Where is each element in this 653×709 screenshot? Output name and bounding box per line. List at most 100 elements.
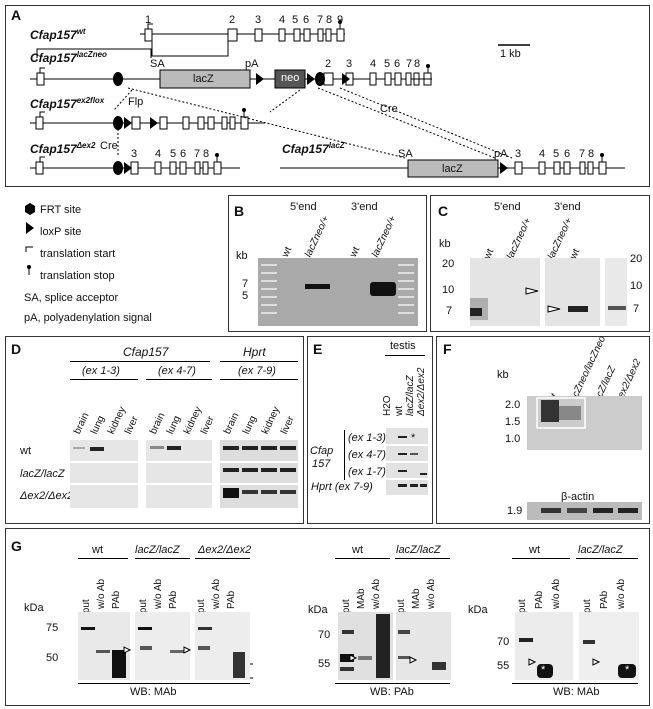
c-kb: kb (439, 238, 451, 250)
exon-num: 7 (194, 148, 201, 160)
d-row: Δex2/Δex2 (20, 490, 74, 502)
exon-num: 3 (255, 14, 262, 26)
exon-num: 7 (406, 58, 413, 70)
b-3end: 3'end (351, 201, 378, 213)
e-bracket (344, 430, 345, 480)
e-row: (ex 4-7) (348, 449, 386, 461)
scale-bar-label: 1 kb (500, 48, 521, 60)
c-3end: 3'end (554, 201, 581, 213)
g3-wb-line (512, 683, 638, 684)
b-tick: 5 (242, 290, 249, 302)
g1-line (135, 558, 190, 559)
legend-stop: translation stop (40, 270, 115, 282)
g2-tick: 55 (318, 658, 331, 670)
pa-label: pA (494, 148, 508, 160)
d-line (70, 379, 138, 380)
flp-label: Flp (128, 96, 144, 108)
panel-c (430, 195, 650, 332)
g1-group: Δex2/Δex2 (198, 544, 252, 556)
e-lane: Δex2/Δex2 (416, 367, 427, 416)
lacz-label: lacZ (193, 73, 214, 85)
e-lane: lacZ/lacZ (405, 375, 416, 416)
d-line (70, 361, 210, 362)
exon-num: 4 (155, 148, 162, 160)
exon-num: 7 (317, 14, 324, 26)
exon-num: 5 (553, 148, 560, 160)
e-gene: Cfap (310, 445, 334, 457)
c-tick: 10 (630, 280, 643, 292)
legend-icons (25, 203, 35, 275)
exon-num: 8 (414, 58, 421, 70)
exon-num: 8 (326, 14, 333, 26)
legend-pa: pA, polyadenylation signal (24, 312, 152, 324)
g1-group: wt (92, 544, 103, 556)
g3-star: * (541, 664, 546, 676)
allele-wt-label: Cfap157wt (30, 27, 86, 42)
allele-ex2flox-label: Cfap157ex2flox (30, 96, 105, 111)
f-actin: β-actin (561, 491, 595, 503)
g1-line (195, 558, 250, 559)
d-gels (70, 440, 298, 508)
exon-num: 3 (346, 58, 353, 70)
g3-group: lacZ/lacZ (578, 544, 623, 556)
e-row: Hprt (ex 7-9) (311, 481, 373, 493)
panel-e (307, 336, 433, 524)
g2-blot (338, 612, 451, 680)
b-5end: 5'end (290, 201, 317, 213)
allele-lacZneo-label: Cfap157lacZneo (30, 50, 107, 65)
b-tick: 7 (242, 278, 249, 290)
c-tick: 10 (442, 284, 455, 296)
panel-b (228, 195, 427, 332)
c-bands (470, 287, 626, 320)
g3-tick: 55 (497, 660, 510, 672)
g2-group: wt (352, 544, 363, 556)
g1-line (78, 558, 128, 559)
f-blot (527, 396, 642, 450)
sa-label: SA (150, 58, 165, 70)
allele-dex2-label: Cfap157Δex2 (30, 141, 96, 156)
f-tick: 2.0 (505, 399, 521, 411)
panel-d (5, 336, 304, 524)
exon-num: 7 (579, 148, 586, 160)
panel-a-letter: A (11, 7, 22, 23)
c-tick: 20 (630, 253, 643, 265)
g1-kda: kDa (24, 602, 44, 614)
panel-b-letter: B (234, 203, 245, 219)
e-lane: H2O (382, 395, 393, 416)
panel-c-letter: C (438, 203, 449, 219)
g3-line (512, 558, 570, 559)
g2-line (335, 558, 390, 559)
legend-sa: SA, splice acceptor (24, 292, 119, 304)
g3-kda: kDa (468, 604, 488, 616)
legend-frt: FRT site (40, 204, 82, 216)
exon-num: 5 (384, 58, 391, 70)
exon-num: 4 (539, 148, 546, 160)
e-row: (ex 1-3) (348, 432, 386, 444)
exon-num: 4 (370, 58, 377, 70)
cre-label: Cre (100, 140, 118, 152)
g3-wb: WB: MAb (553, 686, 600, 698)
d-gene1: Cfap157 (123, 345, 169, 359)
d-gene2: Hprt (243, 345, 266, 359)
f-actin-blot (527, 502, 642, 520)
c-tick: 7 (633, 303, 640, 315)
panel-d-letter: D (11, 341, 22, 357)
exon-num: 8 (203, 148, 210, 160)
lacz-label: lacZ (442, 163, 463, 175)
g2-group: lacZ/lacZ (396, 544, 441, 556)
d-line (220, 379, 298, 380)
panel-g-letter: G (11, 538, 22, 554)
g3-line (576, 558, 638, 559)
exon-num: 5 (170, 148, 177, 160)
d-group: (ex 7-9) (238, 365, 276, 377)
f-tick: 1.5 (505, 416, 521, 428)
g1-group: lacZ/lacZ (135, 544, 180, 556)
exon-num: 3 (131, 148, 138, 160)
sa-label: SA (398, 148, 413, 160)
g3-group: wt (529, 544, 540, 556)
d-row: wt (20, 445, 31, 457)
d-line (220, 361, 298, 362)
e-gene: 157 (312, 458, 331, 470)
panel-f-letter: F (443, 341, 452, 357)
exon-num: 6 (180, 148, 187, 160)
